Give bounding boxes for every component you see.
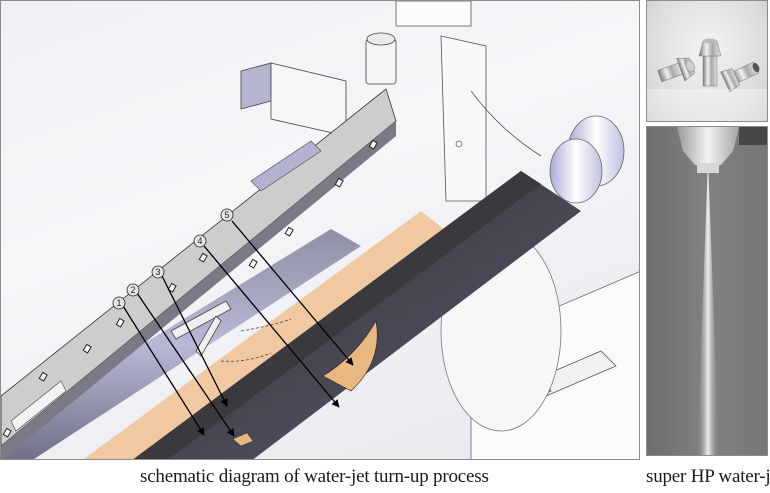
callout-arrows [122, 220, 354, 437]
water-jet-caption: super HP water-jet [646, 466, 770, 487]
nozzle-beam [1, 88, 397, 459]
callout-label: 3 [155, 267, 160, 277]
callout-label: 2 [130, 285, 135, 295]
main-caption: schematic diagram of water-jet turn-up p… [140, 466, 489, 487]
nozzle-illustration [647, 38, 767, 121]
reel-spool [133, 115, 625, 459]
callout-label: 5 [224, 210, 229, 220]
callout-5: 5 [220, 208, 234, 222]
arrow-2 [136, 292, 235, 437]
callout-label: 1 [116, 298, 121, 308]
arrow-3 [161, 275, 228, 407]
arrow-5 [231, 220, 354, 366]
callout-4: 4 [193, 234, 207, 248]
guide-roll [1, 229, 361, 459]
water-jet-stream [697, 173, 719, 455]
nozzle-photo [646, 0, 768, 122]
callout-2: 2 [126, 283, 140, 297]
nozzle-head [677, 127, 739, 165]
transfer-arm [170, 300, 292, 362]
callout-1: 1 [112, 296, 126, 310]
arrow-4 [203, 245, 340, 408]
arrow-1 [122, 305, 205, 436]
cad-schematic-panel: 1 2 3 4 5 [0, 0, 640, 460]
callout-label: 4 [197, 236, 202, 246]
water-jet-photo [646, 126, 768, 456]
callout-3: 3 [151, 265, 165, 279]
callout-markers: 1 2 3 4 5 [112, 208, 234, 310]
water-jet-illustration [647, 127, 767, 455]
cad-schematic-drawing: 1 2 3 4 5 [1, 1, 639, 459]
